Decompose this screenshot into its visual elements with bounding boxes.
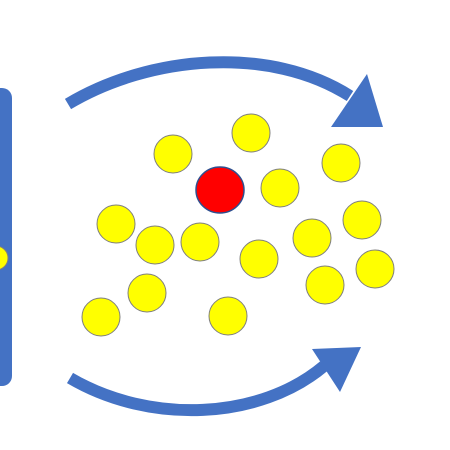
- particle: [239, 239, 279, 279]
- bottom-arrow-head: [312, 347, 361, 392]
- particle: [153, 134, 193, 174]
- particle: [260, 168, 300, 208]
- bottom-arrow-shaft: [66, 361, 328, 417]
- particle: [292, 218, 332, 258]
- particle: [305, 265, 345, 305]
- particle: [135, 225, 175, 265]
- edge-particle: [0, 246, 9, 270]
- particle: [81, 297, 121, 337]
- top-arrow-shaft: [64, 56, 354, 110]
- particle: [208, 296, 248, 336]
- particle: [231, 113, 271, 153]
- top-arrow-head: [331, 74, 383, 127]
- particle: [342, 200, 382, 240]
- left-panel: [0, 88, 12, 386]
- highlighted-particle: [195, 166, 245, 214]
- particle: [127, 273, 167, 313]
- particle: [355, 249, 395, 289]
- particle: [96, 204, 136, 244]
- particle: [321, 143, 361, 183]
- particle-group: [81, 113, 395, 337]
- particle: [180, 222, 220, 262]
